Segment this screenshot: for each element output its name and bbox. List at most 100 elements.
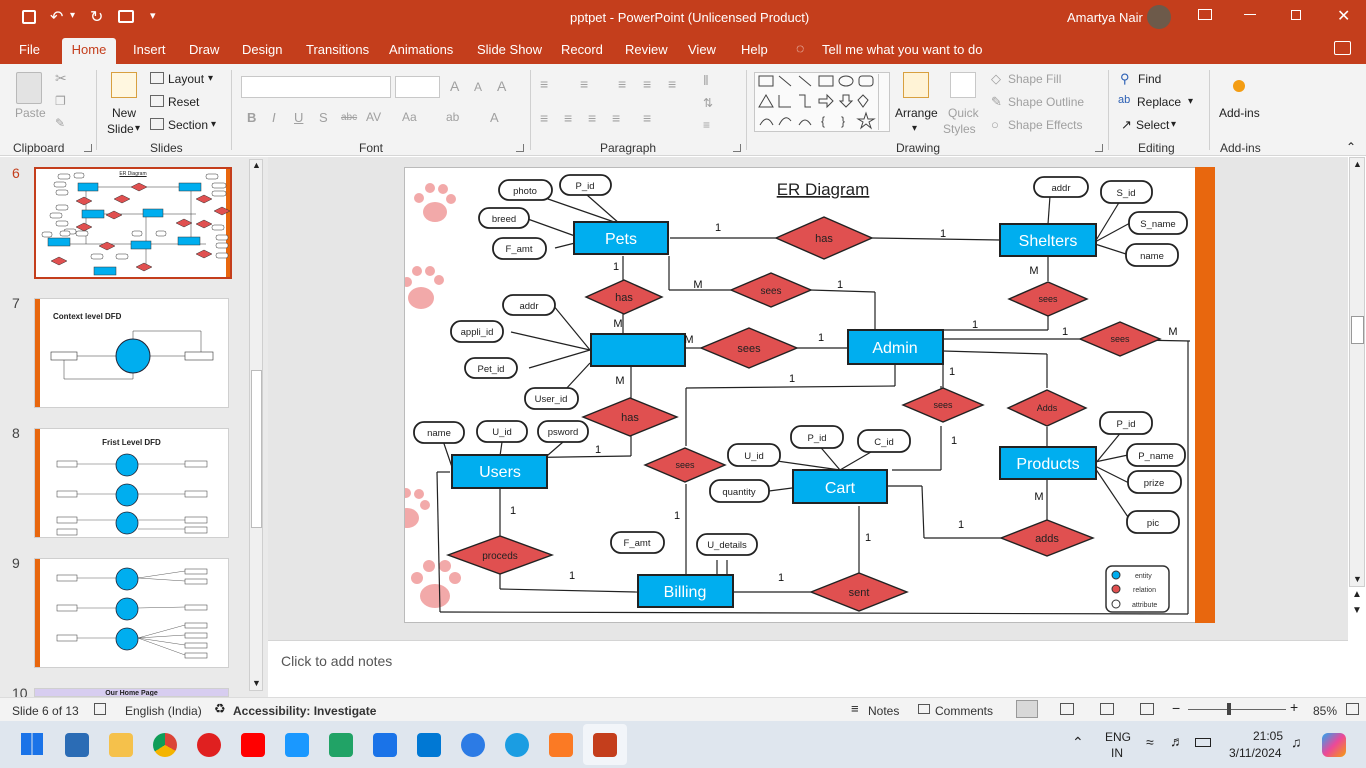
xampp-icon[interactable] [549, 733, 573, 757]
drawing-launcher-icon[interactable] [1095, 144, 1103, 152]
shapes-gallery[interactable]: { } [754, 72, 890, 132]
cut-icon[interactable]: ✂ [55, 70, 67, 86]
zoom-out-icon[interactable]: − [1172, 700, 1181, 716]
reset-icon[interactable] [150, 95, 164, 107]
paste-button[interactable]: Paste [15, 106, 46, 120]
undo-icon[interactable]: ↶ [50, 9, 64, 26]
numbering-icon[interactable]: ≡ [580, 76, 589, 92]
tell-me-search[interactable]: Tell me what you want to do [822, 42, 983, 57]
entity-admin[interactable] [847, 329, 944, 365]
entity-cart[interactable] [792, 469, 888, 504]
rel-has-pets[interactable] [584, 279, 664, 315]
zoom-slider-thumb[interactable] [1227, 703, 1231, 715]
reset-button[interactable]: Reset [168, 95, 200, 109]
new-slide-dropdown-icon[interactable]: ▾ [135, 123, 141, 134]
thumbnail-slide-7[interactable]: Context level DFD [34, 298, 229, 408]
quick-styles-button-2[interactable]: Styles [943, 122, 976, 136]
comments-toggle-button[interactable]: Comments [935, 704, 994, 718]
attr-famt-billing[interactable] [610, 531, 665, 554]
format-painter-icon[interactable]: ✎ [55, 116, 66, 130]
attr-breed[interactable] [478, 207, 530, 229]
entity-unnamed[interactable] [590, 333, 686, 367]
calendar-icon[interactable] [373, 733, 397, 757]
paste-icon[interactable] [16, 72, 42, 104]
sync-app-icon[interactable] [461, 733, 485, 757]
image-app-icon[interactable] [329, 733, 353, 757]
align-right-icon[interactable]: ≡ [588, 110, 597, 126]
rel-sees-5[interactable] [643, 447, 727, 483]
clear-formatting-icon[interactable]: A [497, 78, 507, 94]
paragraph-launcher-icon[interactable] [733, 144, 741, 152]
reading-view-icon[interactable] [1100, 703, 1114, 715]
edge-icon[interactable] [505, 733, 529, 757]
clipboard-launcher-icon[interactable] [84, 144, 92, 152]
rel-sees-1[interactable] [729, 272, 813, 308]
save-icon[interactable] [22, 10, 36, 24]
notes-toggle-button[interactable]: Notes [868, 704, 900, 718]
attr-addr[interactable] [502, 294, 556, 316]
thumbnail-slide-10[interactable]: Our Home Page [34, 688, 229, 697]
attr-name-shelters[interactable] [1125, 243, 1179, 267]
windows-start-icon[interactable] [21, 733, 43, 755]
notification-bell-icon[interactable]: ♫ [1291, 734, 1302, 750]
normal-view-icon[interactable] [1016, 700, 1038, 718]
attr-pname[interactable] [1126, 443, 1186, 467]
shape-effects-button[interactable]: Shape Effects [1008, 118, 1083, 132]
slide-show-icon[interactable] [1140, 703, 1154, 715]
quick-styles-button[interactable]: Quick [948, 106, 979, 120]
align-center-icon[interactable]: ≡ [564, 110, 573, 126]
attr-famt-pets[interactable] [492, 237, 547, 260]
vscode-icon[interactable] [417, 733, 441, 757]
quick-styles-icon[interactable] [950, 72, 976, 98]
thumbnail-slide-9[interactable] [34, 558, 229, 668]
entity-billing[interactable] [637, 574, 734, 608]
thumbnail-slide-8[interactable]: Frist Level DFD [34, 428, 229, 538]
zoom-slider[interactable] [1188, 709, 1286, 710]
attr-udetails[interactable] [696, 533, 758, 556]
thumbnail-slide-6[interactable]: ER Diagram [34, 167, 232, 279]
attr-quantity[interactable] [709, 479, 770, 503]
underline-icon[interactable]: U [294, 110, 304, 125]
italic-icon[interactable]: I [272, 110, 276, 125]
tab-slide-show[interactable]: Slide Show [477, 42, 543, 57]
attr-user-id[interactable] [524, 387, 579, 410]
tab-file[interactable]: File [19, 42, 40, 57]
zoom-in-icon[interactable]: + [1290, 699, 1299, 715]
file-explorer-icon[interactable] [109, 733, 133, 757]
copy-icon[interactable]: ❐ [55, 94, 66, 108]
rel-sees-shelters[interactable] [1007, 281, 1089, 317]
font-name-combo[interactable] [241, 76, 391, 98]
minimize-icon[interactable] [1244, 14, 1256, 15]
columns-icon[interactable]: ‖ [703, 72, 709, 88]
desktop-icon[interactable] [65, 733, 89, 757]
tab-design[interactable]: Design [242, 42, 283, 57]
find-button[interactable]: Find [1138, 72, 1162, 86]
clock-date[interactable]: 3/11/2024 [1229, 746, 1282, 760]
tab-view[interactable]: View [688, 42, 716, 57]
tab-insert[interactable]: Insert [133, 42, 166, 57]
attr-uid-cart[interactable] [727, 443, 781, 467]
present-icon[interactable] [118, 10, 134, 23]
highlight-icon[interactable]: ab [446, 110, 460, 124]
bold-icon[interactable]: B [247, 110, 257, 125]
next-slide-icon[interactable]: ▼ [1352, 605, 1362, 616]
attr-uid-users[interactable] [476, 420, 528, 443]
redo-icon[interactable]: ↻ [90, 9, 104, 26]
attr-addr-shelters[interactable] [1033, 176, 1089, 198]
rel-proceds[interactable] [445, 535, 555, 575]
rel-sees-2[interactable] [699, 327, 799, 369]
shape-fill-button[interactable]: Shape Fill [1008, 72, 1062, 86]
attr-prize[interactable] [1127, 470, 1182, 494]
attr-pid-products[interactable] [1099, 411, 1153, 435]
new-slide-button[interactable]: New [112, 106, 137, 120]
prev-slide-icon[interactable]: ▲ [1352, 589, 1362, 600]
shape-outline-button[interactable]: Shape Outline [1008, 95, 1085, 109]
scroll-down-icon[interactable]: ▼ [252, 678, 261, 688]
collapse-ribbon-icon[interactable]: ⌃ [1346, 140, 1357, 154]
rel-has-users[interactable] [581, 397, 679, 437]
tray-expand-icon[interactable]: ⌃ [1072, 734, 1084, 750]
new-slide-button-2[interactable]: Slide [107, 122, 134, 136]
select-button[interactable]: Select [1136, 118, 1170, 132]
restore-icon[interactable] [1291, 10, 1301, 20]
tab-animations[interactable]: Animations [389, 42, 454, 57]
